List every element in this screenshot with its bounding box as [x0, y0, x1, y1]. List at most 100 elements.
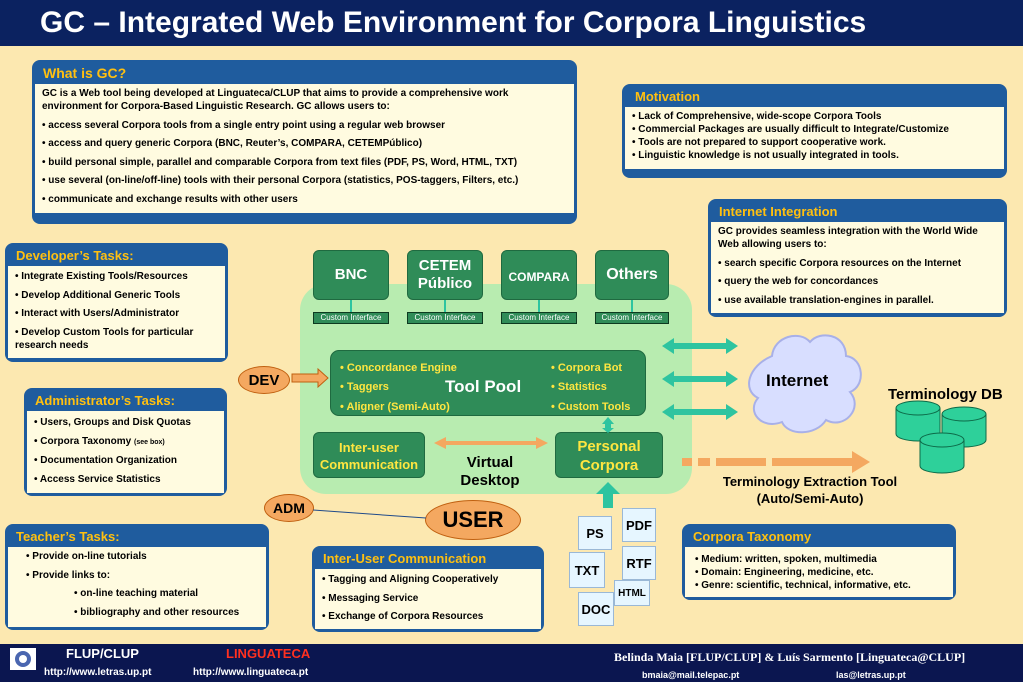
administrator-tasks-item: • Users, Groups and Disk Quotas	[34, 417, 191, 428]
logo-icon	[10, 648, 36, 670]
inter-user-communication-item: • Messaging Service	[322, 592, 419, 604]
what-is-gc-item: • access and query generic Corpora (BNC,…	[42, 138, 423, 149]
what-is-gc-box: What is GC? GC is a Web tool being devel…	[32, 60, 577, 224]
corpora-taxonomy-item: • Genre: scientific, technical, informat…	[695, 580, 911, 591]
motivation-body: • Lack of Comprehensive, wide-scope Corp…	[625, 107, 1004, 169]
developer-tasks-body: • Integrate Existing Tools/Resources • D…	[8, 266, 225, 358]
developer-tasks-item: • Integrate Existing Tools/Resources	[15, 271, 188, 282]
page-title: GC – Integrated Web Environment for Corp…	[40, 6, 867, 39]
tool-pool-item: • Corpora Bot	[551, 362, 623, 374]
tool-pool-item: • Custom Tools	[551, 401, 631, 413]
tool-pool-item: • Statistics	[551, 381, 607, 393]
corpora-taxonomy-item: • Domain: Engineering, medicine, etc.	[695, 567, 874, 578]
what-is-gc-intro: GC is a Web tool being developed at Ling…	[42, 88, 509, 112]
footer-linguateca: LINGUATECA	[226, 646, 311, 661]
teacher-tasks-item: • Provide links to:	[26, 569, 111, 581]
internet-integration-intro: GC provides seamless integration with th…	[718, 226, 978, 250]
what-is-gc-item: • use several (on-line/off-line) tools w…	[42, 175, 519, 186]
internet-integration-item: • query the web for concordances	[718, 276, 879, 287]
internet-integration-body: GC provides seamless integration with th…	[711, 222, 1004, 313]
teacher-tasks-item: • Provide on-line tutorials	[26, 551, 147, 562]
file-txt-icon: TXT	[569, 552, 605, 588]
file-rtf-icon: RTF	[622, 546, 656, 580]
user-node: USER	[425, 500, 521, 540]
custom-interface-others: Custom Interface	[595, 312, 669, 324]
inter-user-communication-item: • Tagging and Aligning Cooperatively	[322, 574, 499, 585]
internet-integration-item: • search specific Corpora resources on t…	[718, 257, 962, 269]
terminology-extraction-tool-label: Terminology Extraction Tool (Auto/Semi-A…	[722, 474, 898, 506]
footer-email-2[interactable]: las@letras.up.pt	[836, 670, 906, 680]
terminology-db-label: Terminology DB	[888, 386, 1003, 403]
file-doc-icon: DOC	[578, 592, 614, 626]
file-html-icon: HTML	[614, 580, 650, 606]
what-is-gc-item: • build personal simple, parallel and co…	[42, 156, 518, 168]
developer-tasks-item: • Develop Additional Generic Tools	[15, 289, 181, 301]
dev-node: DEV	[238, 366, 290, 394]
tool-pool-item: • Aligner (Semi-Auto)	[340, 401, 450, 413]
administrator-tasks-body: • Users, Groups and Disk Quotas • Corpor…	[27, 411, 224, 493]
teacher-tasks-subitem: • on-line teaching material	[74, 588, 199, 599]
tool-pool-label: Tool Pool	[445, 377, 522, 396]
corpora-taxonomy-body: • Medium: written, spoken, multimedia • …	[685, 547, 953, 597]
inter-user-communication-heading: Inter-User Communication	[323, 551, 487, 566]
inter-user-communication-box: Inter-User Communication • Tagging and A…	[312, 546, 544, 632]
inter-user-communication-item: • Exchange of Corpora Resources	[322, 611, 484, 622]
footer-url-letras[interactable]: http://www.letras.up.pt	[44, 667, 152, 678]
tool-pool-item: • Taggers	[340, 381, 389, 393]
see-box-note: (see box)	[134, 438, 165, 446]
footer-bar: FLUP/CLUP LINGUATECA http://www.letras.u…	[0, 644, 1023, 682]
custom-interface-cetem: Custom Interface	[407, 312, 483, 324]
what-is-gc-body: GC is a Web tool being developed at Ling…	[35, 84, 574, 213]
source-cetem-publico: CETEM Público	[407, 250, 483, 300]
administrator-tasks-item-text: • Corpora Taxonomy	[34, 435, 132, 447]
inter-user-communication-node: Inter-user Communication	[313, 432, 425, 478]
adm-node: ADM	[264, 494, 314, 522]
personal-corpora-node: Personal Corpora	[555, 432, 663, 478]
administrator-tasks-item: • Corpora Taxonomy (see box)	[34, 435, 217, 449]
teacher-tasks-heading: Teacher’s Tasks:	[16, 529, 120, 544]
source-compara: COMPARA	[501, 250, 577, 300]
developer-tasks-heading: Developer’s Tasks:	[16, 248, 134, 263]
motivation-item: • Tools are not prepared to support coop…	[632, 137, 886, 148]
teacher-tasks-subitem: • bibliography and other resources	[74, 606, 240, 618]
developer-tasks-box: Developer’s Tasks: • Integrate Existing …	[5, 243, 228, 362]
administrator-tasks-item: • Access Service Statistics	[34, 473, 161, 485]
what-is-gc-item: • access several Corpora tools from a si…	[42, 119, 446, 131]
corpora-taxonomy-box: Corpora Taxonomy • Medium: written, spok…	[682, 524, 956, 600]
what-is-gc-item: • communicate and exchange results with …	[42, 193, 298, 205]
internet-integration-box: Internet Integration GC provides seamles…	[708, 199, 1007, 317]
virtual-desktop-label: Virtual Desktop	[460, 454, 520, 489]
corpora-taxonomy-heading: Corpora Taxonomy	[693, 529, 812, 544]
tool-pool-item: • Concordance Engine	[340, 362, 457, 374]
teacher-tasks-body: • Provide on-line tutorials • Provide li…	[8, 547, 266, 627]
footer-flup: FLUP/CLUP	[66, 646, 139, 661]
custom-interface-compara: Custom Interface	[501, 312, 577, 324]
developer-tasks-item: • Interact with Users/Administrator	[15, 308, 180, 319]
corpora-taxonomy-item: • Medium: written, spoken, multimedia	[695, 554, 877, 565]
inter-user-communication-body: • Tagging and Aligning Cooperatively • M…	[315, 569, 541, 629]
administrator-tasks-box: Administrator’s Tasks: • Users, Groups a…	[24, 388, 227, 496]
footer-authors: Belinda Maia [FLUP/CLUP] & Luís Sarmento…	[614, 650, 966, 664]
source-bnc: BNC	[313, 250, 389, 300]
tool-pool: • Concordance Engine • Taggers • Aligner…	[330, 350, 646, 416]
administrator-tasks-item: • Documentation Organization	[34, 455, 177, 466]
teacher-tasks-box: Teacher’s Tasks: • Provide on-line tutor…	[5, 524, 269, 630]
footer-url-linguateca[interactable]: http://www.linguateca.pt	[193, 667, 309, 678]
what-is-gc-heading: What is GC?	[43, 65, 127, 81]
internet-integration-heading: Internet Integration	[719, 204, 838, 219]
motivation-item: • Linguistic knowledge is not usually in…	[632, 150, 899, 161]
developer-tasks-item: • Develop Custom Tools for particular re…	[15, 326, 194, 351]
file-ps-icon: PS	[578, 516, 612, 550]
motivation-item: • Commercial Packages are usually diffic…	[632, 124, 949, 135]
motivation-box: Motivation • Lack of Comprehensive, wide…	[622, 84, 1007, 178]
internet-cloud-icon	[748, 334, 862, 434]
header-bar: GC – Integrated Web Environment for Corp…	[0, 0, 1023, 46]
file-pdf-icon: PDF	[622, 508, 656, 542]
custom-interface-bnc: Custom Interface	[313, 312, 389, 324]
administrator-tasks-heading: Administrator’s Tasks:	[35, 393, 175, 408]
internet-integration-item: • use available translation-engines in p…	[718, 294, 934, 306]
motivation-item: • Lack of Comprehensive, wide-scope Corp…	[632, 111, 882, 122]
source-others: Others	[595, 250, 669, 300]
footer-email-1[interactable]: bmaia@mail.telepac.pt	[642, 670, 740, 680]
